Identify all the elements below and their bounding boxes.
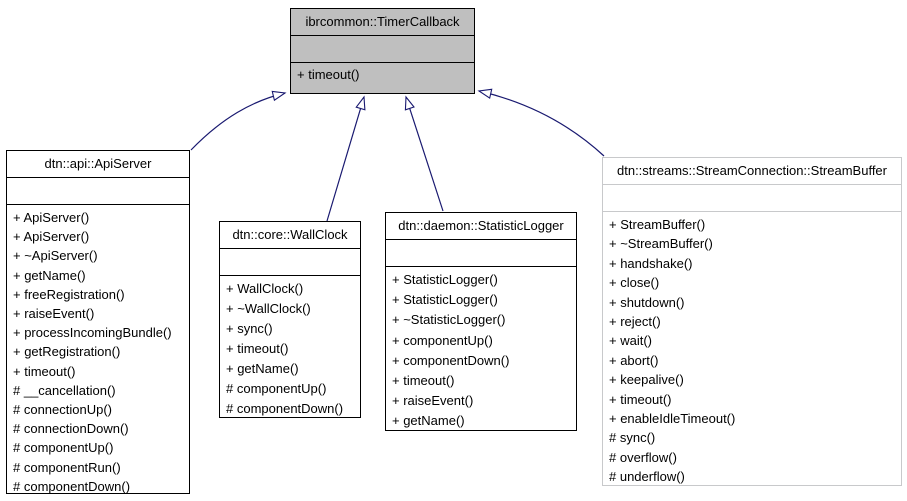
method-item: # overflow() [609,449,677,465]
method-item: + getName() [226,361,299,376]
method-item: + raiseEvent() [392,393,474,409]
method-item: + timeout() [609,391,672,407]
method-item: + componentDown() [392,352,510,368]
method-item: # __cancellation() [13,382,116,398]
method-item: + componentUp() [392,332,493,348]
method-item: + handshake() [609,255,693,271]
method-item: + WallClock() [226,281,304,296]
method-item: + StatisticLogger() [392,272,498,287]
method-item: # componentDown() [13,478,131,493]
method-item: + timeout() [297,67,360,82]
class-methods-wallclock: + WallClock() + ~WallClock() + sync() + … [220,276,360,417]
method-item: + getName() [392,413,465,429]
class-methods-apiserver: + ApiServer() + ApiServer() + ~ApiServer… [7,205,189,493]
method-item: + shutdown() [609,294,685,310]
method-item: + close() [609,275,660,291]
method-item: + getRegistration() [13,344,121,360]
method-item: # componentDown() [226,401,344,416]
method-item: + ApiServer() [13,210,90,225]
inheritance-arrow-wallclock [326,95,366,222]
class-box-apiserver[interactable]: dtn::api::ApiServer + ApiServer() + ApiS… [6,150,190,494]
method-item: + raiseEvent() [13,306,95,322]
class-title-timercallback: ibrcommon::TimerCallback [291,9,474,36]
inheritance-arrow-statisticlogger [404,95,444,212]
class-title-streambuffer: dtn::streams::StreamConnection::StreamBu… [603,158,901,185]
method-item: + enableIdleTimeout() [609,411,736,427]
method-item: + processIncomingBundle() [13,325,172,341]
method-item: + timeout() [392,373,455,389]
method-item: + getName() [13,267,86,283]
method-item: + abort() [609,352,659,368]
method-item: # sync() [609,430,656,446]
class-box-timercallback: ibrcommon::TimerCallback + timeout() [290,8,475,94]
class-title-wallclock: dtn::core::WallClock [220,222,360,249]
class-methods-streambuffer: + StreamBuffer() + ~StreamBuffer() + han… [603,212,901,485]
class-attributes-wallclock [220,249,360,276]
class-title-statisticlogger: dtn::daemon::StatisticLogger [386,213,576,240]
class-attributes-streambuffer [603,185,901,212]
method-item: + wait() [609,333,652,349]
method-item: + sync() [226,321,273,336]
method-item: # componentRun() [13,459,121,475]
class-title-apiserver: dtn::api::ApiServer [7,151,189,178]
inheritance-arrow-apiserver [190,90,287,151]
method-item: # componentUp() [226,381,327,396]
inheritance-arrow-streambuffer [477,88,605,157]
method-item: # connectionDown() [13,421,129,437]
method-item: + ~StreamBuffer() [609,236,713,252]
method-item: + keepalive() [609,372,684,388]
method-item: # connectionUp() [13,402,112,418]
class-methods-timercallback: + timeout() [291,63,474,93]
class-attributes-apiserver [7,178,189,205]
method-item: + reject() [609,314,661,330]
class-methods-statisticlogger: + StatisticLogger() + StatisticLogger() … [386,267,576,430]
method-item: # componentUp() [13,440,114,456]
method-item: # underflow() [609,469,685,485]
class-attributes-timercallback [291,36,474,63]
method-item: + timeout() [13,363,76,379]
class-box-wallclock[interactable]: dtn::core::WallClock + WallClock() + ~Wa… [219,221,361,418]
method-item: + ~WallClock() [226,301,311,316]
method-item: + ~ApiServer() [13,248,98,264]
method-item: + timeout() [226,341,289,356]
class-attributes-statisticlogger [386,240,576,267]
class-box-statisticlogger[interactable]: dtn::daemon::StatisticLogger + Statistic… [385,212,577,431]
method-item: + freeRegistration() [13,286,125,302]
method-item: + ~StatisticLogger() [392,312,506,328]
method-item: + StreamBuffer() [609,217,706,232]
class-box-streambuffer: dtn::streams::StreamConnection::StreamBu… [602,157,902,486]
method-item: + StatisticLogger() [392,292,498,308]
method-item: + ApiServer() [13,229,90,245]
